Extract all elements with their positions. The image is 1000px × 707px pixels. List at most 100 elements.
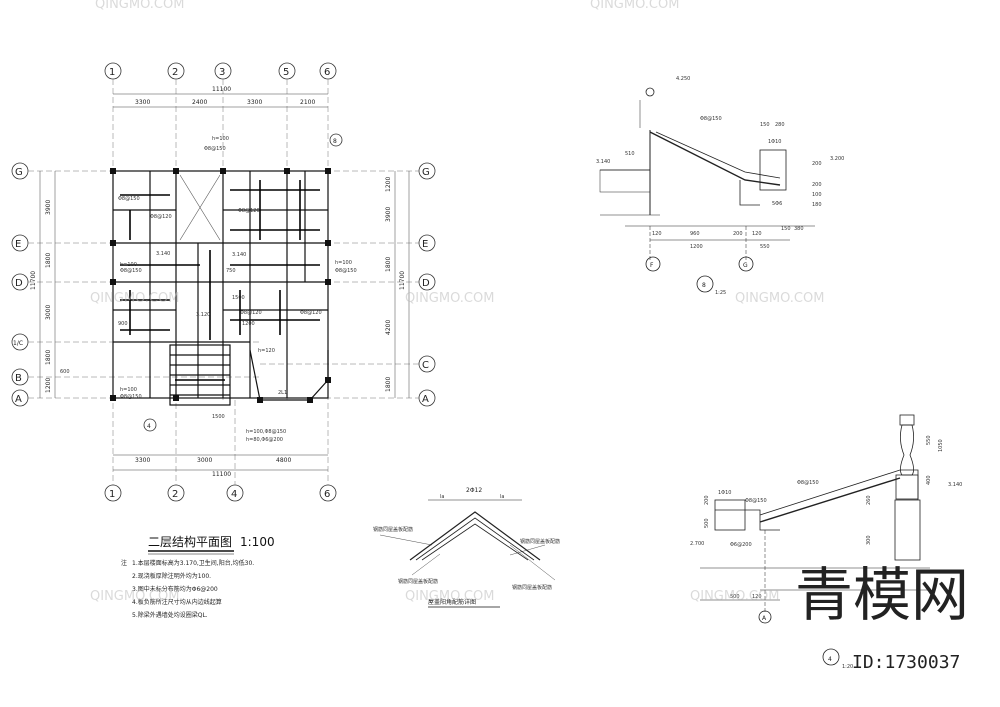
dim-label: 1200 — [690, 244, 703, 250]
rebar-label: 1Φ10 — [718, 490, 731, 496]
dim-bottom: 3300 — [135, 457, 150, 464]
dim-bottom: 3000 — [197, 457, 212, 464]
brand-watermark: 青模网 ID:1730037 — [795, 561, 969, 673]
dim-label: 120 — [752, 594, 762, 600]
rebar-callout: 钢筋同屋盖板配筋 — [512, 584, 552, 591]
note-item: 1.本层楼面标高为3.170,卫生间,阳台,均低30. — [132, 559, 254, 567]
axis-label-top: 6 — [324, 67, 330, 78]
plan-columns — [110, 168, 331, 403]
roof-detail-texts: 2Φ12 la la 钢筋同屋盖板配筋 钢筋同屋盖板配筋 钢筋同屋盖板配筋 钢筋… — [373, 487, 560, 608]
dim-total-bottom: 11100 — [212, 471, 231, 478]
section-number: 8 — [702, 282, 706, 289]
dim-label: 1500 — [232, 295, 245, 301]
dim-label: 900 — [118, 321, 128, 327]
axis-label-right: G — [422, 167, 430, 178]
dim-right: 3900 — [385, 207, 392, 222]
dim-label: 200 — [733, 231, 743, 237]
dim-total-right: 11700 — [399, 271, 406, 290]
dim-right: 1800 — [385, 257, 392, 272]
plan-walls — [112, 170, 329, 406]
elevation-label: 3.140 — [948, 482, 962, 488]
rebar-callout: 钢筋同屋盖板配筋 — [398, 578, 438, 585]
dim-left: 1800 — [45, 253, 52, 268]
right-axis-labels: G E D C A — [422, 167, 430, 405]
dim-label: 380 — [794, 226, 804, 232]
dim-right: 1200 — [385, 177, 392, 192]
slab-thickness-label: h=100 — [212, 136, 229, 142]
section-scale: 1:25 — [715, 290, 726, 296]
watermark-site: QINGMO.COM — [735, 291, 824, 306]
axis-label-left: A — [15, 394, 22, 405]
dim-label: 550 — [926, 435, 932, 445]
axis-label-right: E — [422, 239, 428, 250]
axis-label-top: 3 — [219, 67, 225, 78]
dim-left: 1800 — [45, 350, 52, 365]
section-scale: 1:20 — [842, 664, 853, 670]
rebar-label: Φ8@150 — [118, 196, 140, 202]
axis-label: A — [762, 615, 767, 622]
elevation-label: 3.200 — [830, 156, 844, 162]
watermark-site: QINGMO.COM — [90, 291, 179, 306]
dim-label: 180 — [812, 202, 822, 208]
rebar-label: Φ8@150 — [700, 116, 722, 122]
section-8-texts: 4.250 3.140 3.200 Φ8@150 1Φ10 5Φ6 510 12… — [596, 76, 844, 296]
slab-thickness-label: h=100 — [120, 262, 137, 268]
section-8-drawing — [599, 87, 815, 293]
dim-total-left: 11700 — [30, 271, 37, 290]
axis-label-bottom: 1 — [109, 489, 115, 500]
axis-label-left: G — [15, 167, 23, 178]
bottom-axis-bubbles — [104, 484, 337, 502]
rebar-top-label: 2Φ12 — [466, 487, 482, 494]
dim-label: 750 — [226, 268, 236, 274]
watermark-site: QINGMO.COM — [405, 589, 494, 604]
dim-label: 600 — [60, 369, 70, 375]
axis-label-right: D — [422, 278, 430, 289]
watermark-site: QINGMO.COM — [690, 589, 779, 604]
dim-top: 2100 — [300, 99, 315, 106]
elevation-label: 3.140 — [596, 159, 610, 165]
dim-bottom: 4800 — [276, 457, 291, 464]
plan-dimension-texts: 11100 3300 2400 3300 2100 3300 3000 4800… — [30, 86, 406, 478]
dim-label: 1200 — [242, 321, 255, 327]
watermark-layer: QINGMO.COM QINGMO.COM QINGMO.COM QINGMO.… — [90, 0, 824, 604]
rebar-label: Φ8@150 — [120, 268, 142, 274]
dim-label: 400 — [926, 475, 932, 485]
dim-left: 1200 — [45, 378, 52, 393]
beam-label: 2L1 — [278, 390, 287, 396]
note-item: 4.板负筋所注尺寸均从内边线起算 — [132, 598, 222, 606]
roof-detail-title: 屋盖阳角配筋详图 — [428, 598, 476, 606]
dim-label: 300 — [866, 535, 872, 545]
elevation-label: 4.250 — [676, 76, 690, 82]
brand-logo-text: 青模网 — [795, 561, 969, 629]
section-marker-8: 8 — [333, 138, 337, 145]
plan-scale: 1:100 — [240, 535, 275, 549]
rebar-label: Φ6@200 — [730, 542, 752, 548]
dim-right: 1800 — [385, 377, 392, 392]
rebar-note: h=100,Φ8@150 — [246, 429, 286, 435]
left-axis-labels: G E D 1/C B A — [13, 167, 23, 405]
dim-top: 3300 — [247, 99, 262, 106]
dim-label: 960 — [690, 231, 700, 237]
axis-label-bottom: 4 — [231, 489, 237, 500]
rebar-label: Φ8@150 — [797, 480, 819, 486]
plan-title-block: 二层结构平面图 1:100 — [148, 534, 275, 555]
rebar-label: Φ8@120 — [238, 208, 260, 214]
axis-label-left: E — [15, 239, 21, 250]
dim-right: 4200 — [385, 320, 392, 335]
axis-label-top: 5 — [283, 67, 289, 78]
elevation-label: 3.140 — [156, 251, 170, 257]
elevation-label: 3.140 — [232, 252, 246, 258]
plan-annotations: Φ8@150 Φ8@120 h=100 Φ8@150 h=120 3.140 3… — [60, 136, 357, 443]
notes-block: 注 1.本层楼面标高为3.170,卫生间,阳台,均低30. 2.现浇板厚除注明外… — [121, 559, 254, 619]
axis-label-top: 1 — [109, 67, 115, 78]
floor-plan — [11, 62, 436, 502]
dim-top: 2400 — [192, 99, 207, 106]
dim-label: 500 — [730, 594, 740, 600]
watermark-site: QINGMO.COM — [90, 589, 179, 604]
note-item: 5.除梁外遇墙处均设圈梁QL. — [132, 611, 208, 619]
dim-label: 1050 — [938, 439, 944, 452]
image-id-label: ID:1730037 — [852, 652, 960, 673]
slab-thickness-label: h=100 — [335, 260, 352, 266]
axis-label-bottom: 6 — [324, 489, 330, 500]
rebar-marks — [120, 180, 320, 381]
